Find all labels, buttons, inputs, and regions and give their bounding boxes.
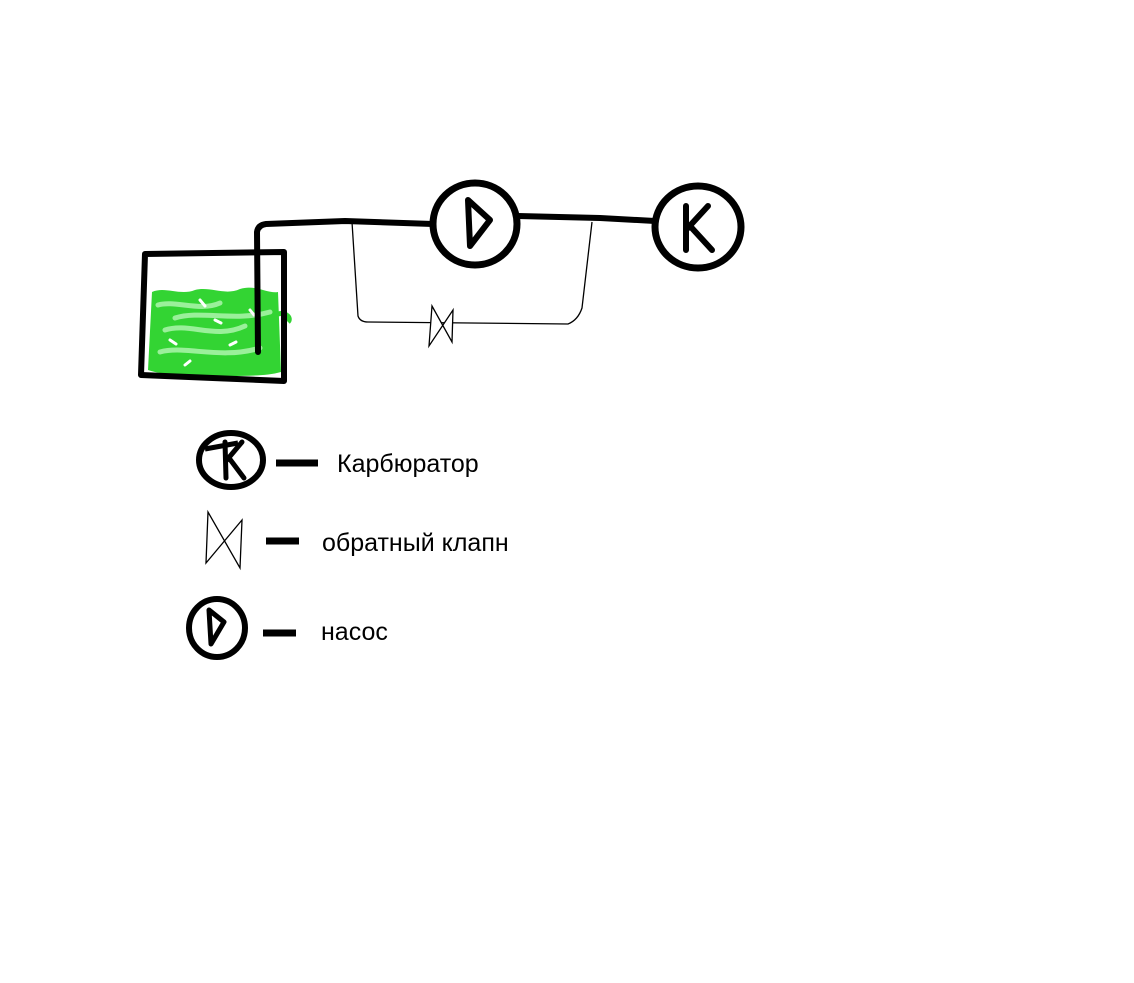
fuel-line-pump-to-carb bbox=[515, 213, 658, 224]
fuel-tank bbox=[138, 249, 292, 384]
fuel-fill bbox=[148, 287, 292, 378]
carburetor-symbol bbox=[651, 182, 745, 272]
pump-symbol bbox=[429, 179, 521, 269]
legend-check-valve-symbol bbox=[205, 509, 243, 571]
legend-label-carburetor: Карбюратор bbox=[337, 450, 479, 478]
legend-label-check-valve: обратный клапн bbox=[322, 529, 509, 557]
legend-carburetor-symbol bbox=[196, 430, 266, 490]
legend-pump-symbol bbox=[186, 596, 248, 660]
fuel-line-main bbox=[254, 218, 436, 355]
bypass-line bbox=[351, 221, 593, 325]
legend-label-pump: насос bbox=[321, 618, 388, 646]
bypass-check-valve bbox=[428, 303, 454, 349]
